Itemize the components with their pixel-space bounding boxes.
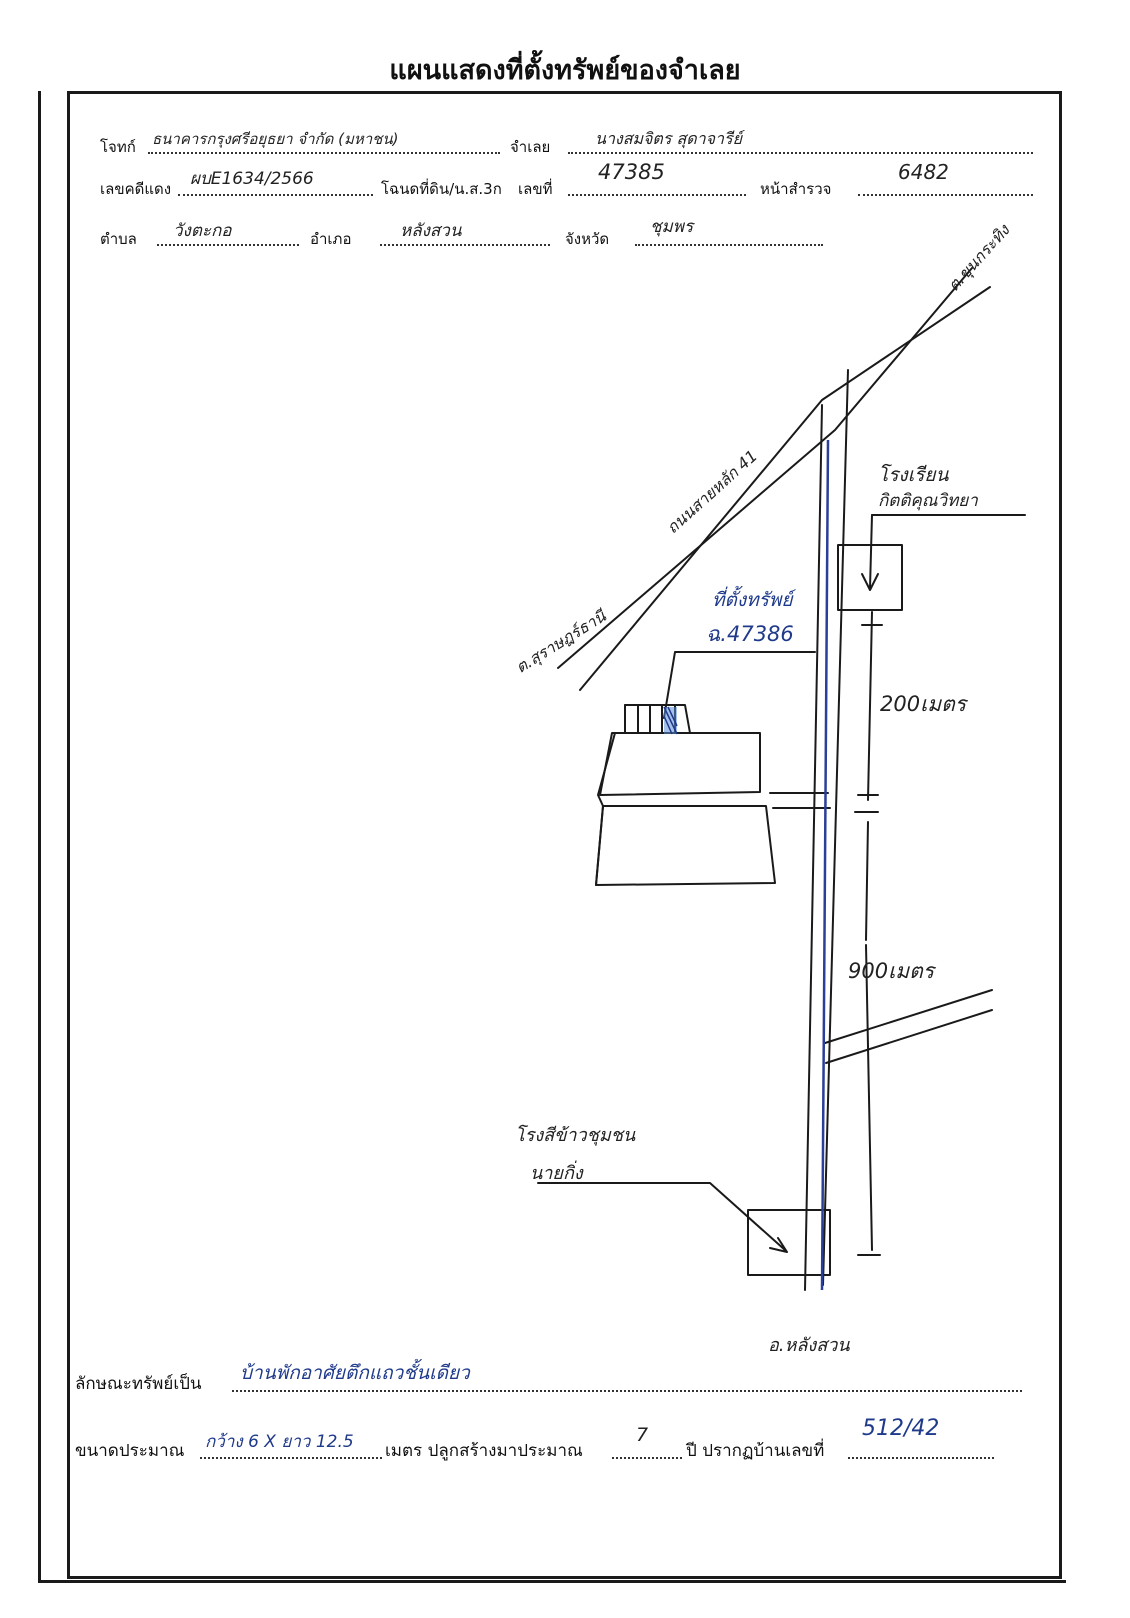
property-hatch	[663, 706, 678, 735]
house-no-value: 512/42	[862, 1416, 940, 1441]
land-no-value: 47385	[598, 160, 665, 184]
form-frame	[67, 91, 1062, 1579]
defendant-dots	[568, 152, 1033, 154]
subdistrict-dots	[157, 244, 299, 246]
red-case-label: เลขคดีแดง	[100, 180, 172, 198]
dim-900-line	[857, 944, 881, 1256]
province-label: จังหวัด	[565, 230, 610, 248]
property-title-label: ฉ.47386	[706, 622, 794, 646]
years-value: 7	[636, 1424, 649, 1446]
district-dots	[380, 244, 550, 246]
property-block-top	[599, 732, 761, 796]
property-outer-left	[595, 732, 616, 886]
province-value: ชุมพร	[650, 217, 694, 237]
plaintiff-dots	[148, 152, 500, 154]
size-dots	[200, 1457, 382, 1459]
property-type-value: บ้านพักอาศัยตึกแถวชั้นเดียว	[240, 1362, 470, 1384]
years-dots	[612, 1457, 682, 1459]
survey-page-value: 6482	[898, 160, 949, 184]
side-road-upper	[824, 989, 993, 1044]
land-title-label: โฉนดที่ดิน/น.ส.3ก	[381, 180, 502, 198]
district-label: อำเภอ	[310, 230, 352, 248]
rice-mill-label: โรงสีข้าวชุมชน	[515, 1125, 636, 1146]
to-town-label: อ.หลังสวน	[768, 1335, 850, 1356]
page-title: แผนแสดงที่ตั้งทรัพย์ของจำเลย	[389, 55, 741, 86]
ns-road-left-edge	[804, 404, 823, 1291]
school-label: โรงเรียน	[878, 464, 949, 486]
ns-road-blue-overtrace	[820, 439, 830, 1291]
district-value: หลังสวน	[400, 221, 462, 241]
land-no-label: เลขที่	[518, 180, 553, 198]
land-no-dots	[568, 194, 746, 196]
property-pointer	[663, 651, 816, 719]
diagonal-road-upper-edge	[557, 267, 973, 669]
property-block-bottom	[595, 805, 776, 886]
house-no-dots	[848, 1457, 994, 1459]
school-name-label: กิตติคุณวิทยา	[878, 491, 978, 511]
survey-page-dots	[858, 194, 1033, 196]
defendant-value: นางสมจิตร สุดาจารีย์	[595, 129, 742, 148]
ns-road-right-edge	[822, 369, 849, 1286]
property-access-road	[769, 792, 831, 809]
rice-mill-owner-label: นายกิ่ง	[530, 1163, 583, 1184]
school-arrow	[861, 514, 879, 591]
property-type-dots	[232, 1390, 1022, 1392]
diagonal-road-lower-edge	[579, 286, 991, 691]
dist-900-label: 900เมตร	[848, 959, 935, 983]
red-case-dots	[178, 194, 373, 196]
size-value: กว้าง 6 X ยาว 12.5	[205, 1432, 354, 1452]
dist-200-label: 200เมตร	[880, 692, 967, 716]
property-label: ที่ตั้งทรัพย์	[712, 589, 793, 611]
dim-200-line	[857, 611, 883, 941]
outer-frame	[38, 91, 1066, 1583]
defendant-label: จำเลย	[510, 138, 551, 156]
survey-page-label: หน้าสำรวจ	[760, 180, 832, 198]
subdistrict-value: วังตะกอ	[173, 221, 232, 241]
meter-label: เมตร ปลูกสร้างมาประมาณ	[385, 1441, 583, 1461]
property-block-outline	[624, 704, 691, 734]
property-row-dividers	[624, 704, 676, 734]
property-type-label: ลักษณะทรัพย์เป็น	[75, 1374, 202, 1394]
school-box	[837, 544, 903, 611]
side-road-lower	[825, 1009, 993, 1064]
size-label: ขนาดประมาณ	[75, 1441, 185, 1461]
plaintiff-label: โจทก์	[100, 138, 136, 156]
rice-mill-box	[747, 1209, 831, 1276]
plaintiff-value: ธนาคารกรุงศรีอยุธยา จำกัด (มหาชน)	[152, 130, 399, 148]
red-case-value: ผบE1634/2566	[190, 169, 314, 189]
province-dots	[635, 244, 823, 246]
house-no-label: ปี ปรากฏบ้านเลขที่	[686, 1441, 825, 1461]
rice-mill-pointer	[537, 1182, 788, 1253]
subdistrict-label: ตำบล	[100, 230, 137, 248]
